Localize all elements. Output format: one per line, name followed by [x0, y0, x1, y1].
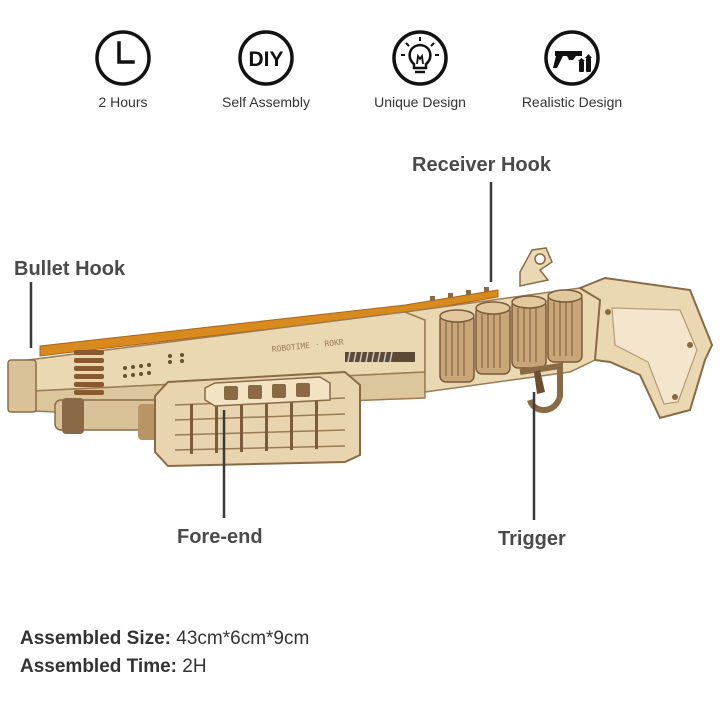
feature-realistic: Realistic Design [507, 28, 637, 110]
lightbulb-icon [390, 28, 450, 88]
callout-lines [29, 182, 536, 520]
revolver-icon [542, 28, 602, 88]
shotgun-model: ROBOTIME · ROKR [7, 247, 714, 468]
spec-time-value: 2H [182, 656, 207, 677]
spec-size-label: Assembled Size: [20, 628, 171, 649]
callout-bullet-hook: Bullet Hook [14, 258, 126, 280]
feature-time: 2 Hours [58, 28, 188, 110]
callout-trigger: Trigger [498, 528, 566, 550]
diy-badge-text: DIY [248, 48, 283, 71]
spec-size-value: 43cm*6cm*9cm [176, 628, 310, 649]
feature-label: Unique Design [374, 94, 466, 110]
feature-label: Self Assembly [222, 94, 310, 110]
spec-time-label: Assembled Time: [20, 656, 177, 677]
clock-icon [93, 28, 153, 88]
callout-fore-end: Fore-end [177, 526, 263, 548]
feature-label: 2 Hours [98, 94, 148, 110]
feature-label: Realistic Design [521, 94, 623, 110]
diy-icon: DIY [236, 28, 296, 88]
feature-assembly: DIY Self Assembly [201, 28, 331, 110]
callout-receiver-hook: Receiver Hook [412, 154, 551, 176]
spec-assembled-time: Assembled Time: 2H [20, 656, 207, 678]
shell-holder [439, 289, 583, 383]
spec-assembled-size: Assembled Size: 43cm*6cm*9cm [20, 628, 309, 650]
feature-unique: Unique Design [355, 28, 485, 110]
